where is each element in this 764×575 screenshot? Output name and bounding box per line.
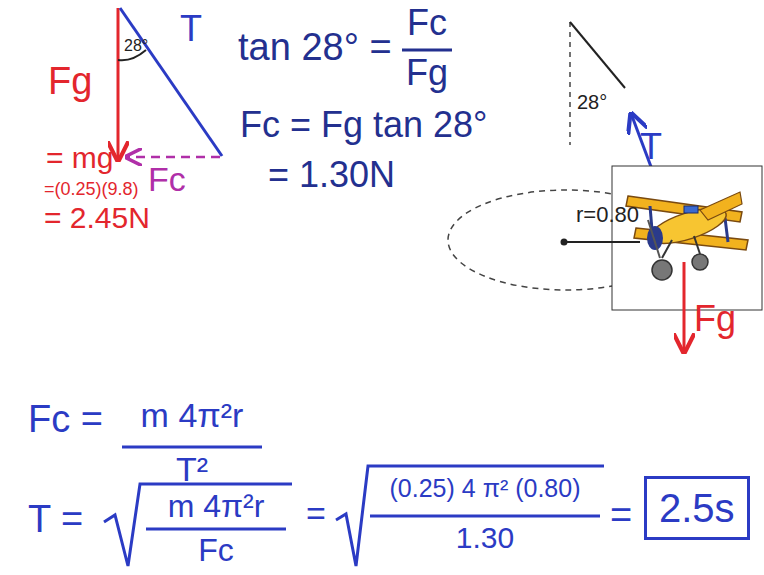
force-name: T (640, 128, 662, 166)
equation: T = (28, 500, 83, 540)
force-triangle (118, 8, 222, 158)
equation: = (306, 496, 326, 532)
force-name: T (180, 10, 202, 48)
equation: m 4π²r (168, 490, 265, 524)
radius-label: r=0.80 (576, 203, 639, 226)
equation: = 1.30N (268, 156, 395, 194)
equation: T² (176, 452, 208, 488)
equation: Fc = Fg tan 28° (240, 106, 488, 144)
equation: 1.30 (456, 522, 514, 554)
equation: Fc = (28, 400, 103, 440)
angle-label: 28° (577, 92, 607, 113)
airplane-setup (448, 22, 762, 350)
force-name: Fg (48, 62, 92, 102)
angle-label: 28° (124, 38, 148, 55)
equation: tan 28° = (238, 28, 392, 68)
equation: = mg (46, 142, 114, 174)
equation: Fc (198, 534, 234, 568)
equation: (0.25) 4 π² (0.80) (390, 475, 581, 501)
answer-box: 2.5s (644, 476, 750, 540)
equation: Fg (406, 54, 448, 92)
fraction-bar (402, 49, 452, 52)
equation: Fc (407, 4, 447, 42)
equation-strokes (104, 447, 604, 566)
force-name: Fg (694, 300, 736, 338)
force-name: Fc (148, 162, 186, 198)
answer-text: 2.5s (659, 487, 735, 529)
equation: = 2.45N (44, 202, 150, 234)
equation: = (610, 496, 632, 536)
equation: =(0.25)(9.8) (44, 180, 139, 199)
equation: m 4π²r (141, 398, 244, 434)
